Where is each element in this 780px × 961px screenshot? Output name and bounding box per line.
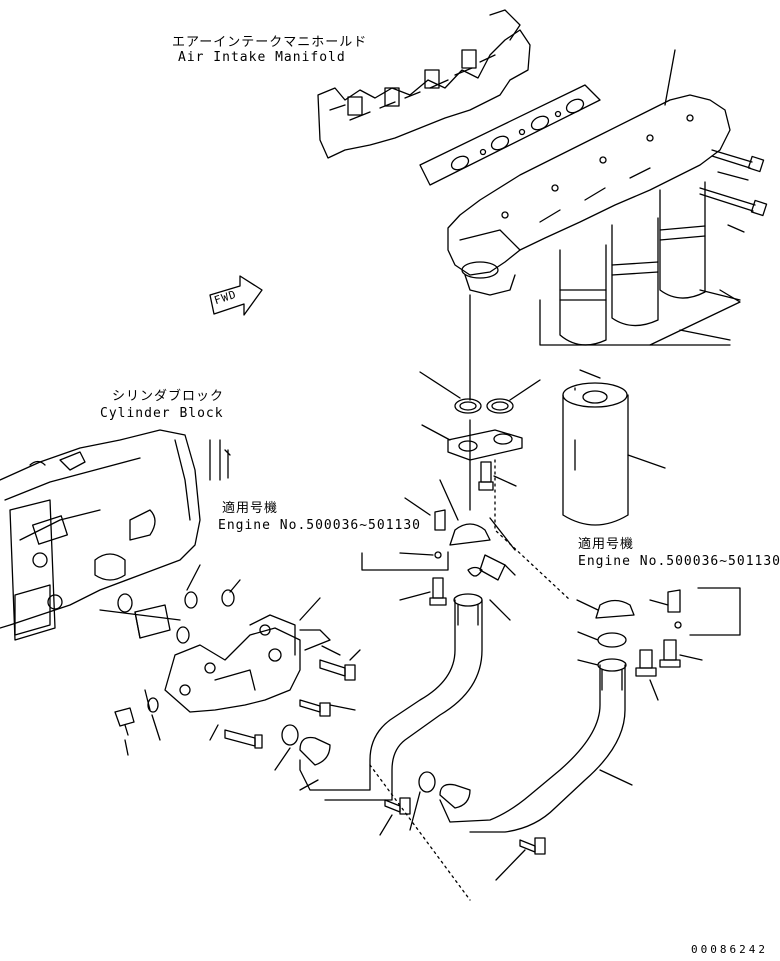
air-intake-manifold [318,10,530,158]
leader-lines-upper [540,50,748,345]
cylinder-block-label-jp: シリンダブロック [112,389,225,404]
manifold-bolts [700,150,767,216]
clamp-left [362,480,515,570]
fwd-arrow [210,276,262,315]
clamp-right [577,588,740,635]
filter-head [448,95,730,295]
cylinder-block-label-en: Cylinder Block [100,406,224,421]
leader-lines-lower [125,598,525,880]
cylinder-block [0,430,230,640]
left-bolts [115,660,545,854]
manifold-gasket [420,85,600,185]
dotted-route [370,460,570,900]
serial-range-right-jp: 適用号機 [578,537,635,552]
small-gaskets [100,565,435,792]
serial-range-right-en: Engine No.500036~501130 [578,554,780,569]
air-intake-label-jp: エアーインテークマニホールド [172,35,368,50]
bracket-assembly [135,605,330,712]
center-bolt [479,462,516,490]
serial-range-left-jp: 適用号機 [222,501,279,516]
oil-hose-right [440,632,632,832]
oil-hose-left [300,594,510,800]
center-bolts [400,555,515,605]
air-intake-label-en: Air Intake Manifold [178,50,346,65]
installed-filters [560,182,705,345]
oil-filter [563,370,665,525]
right-bolts [636,640,702,700]
figure-number: 00086242 [691,943,768,956]
o-rings [420,372,540,413]
flange-gasket [422,425,522,460]
serial-range-left-en: Engine No.500036~501130 [218,518,422,533]
